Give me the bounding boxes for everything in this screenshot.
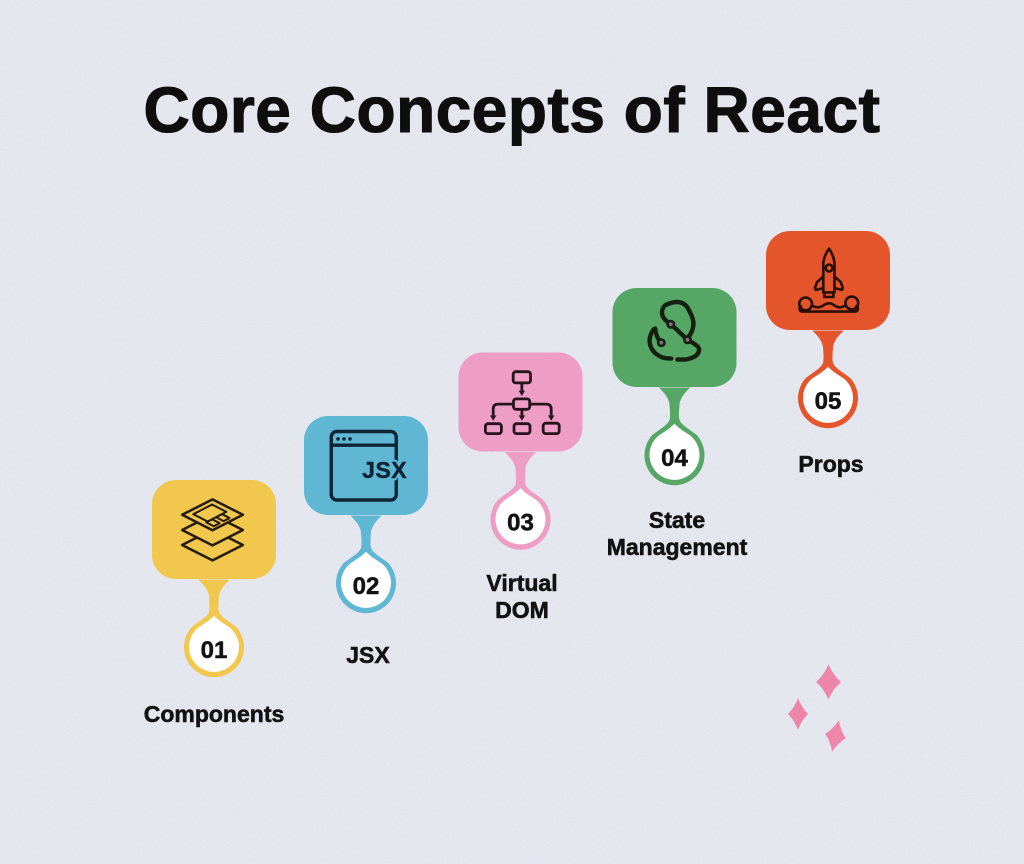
svg-text:JSX: JSX <box>362 457 407 483</box>
svg-text:01: 01 <box>201 637 228 664</box>
svg-text:02: 02 <box>353 573 380 600</box>
svg-text:04: 04 <box>661 445 688 472</box>
svg-text:05: 05 <box>815 388 842 415</box>
svg-text:03: 03 <box>507 510 534 537</box>
svg-text:JSX: JSX <box>362 457 407 483</box>
